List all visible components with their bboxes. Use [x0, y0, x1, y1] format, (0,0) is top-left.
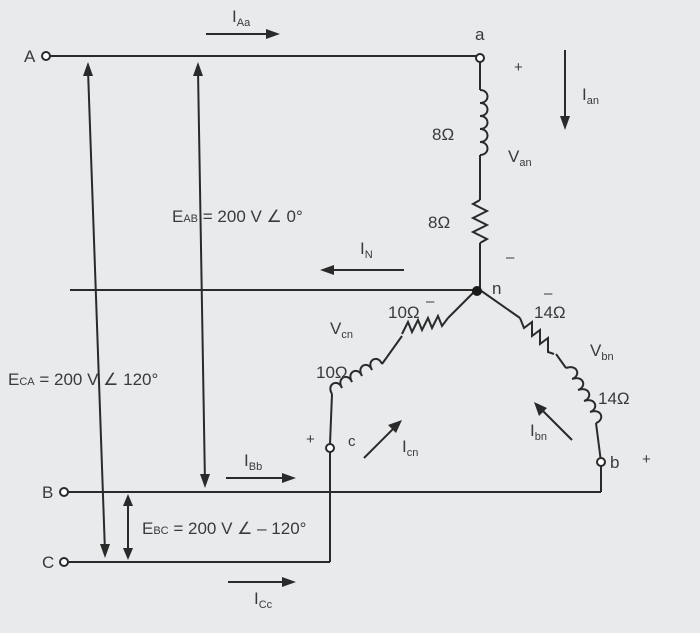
resistor-a	[470, 199, 490, 244]
label-EBC: EBC = 200 V ∠ – 120°	[142, 519, 306, 538]
eca-arrow-head-top	[83, 62, 93, 76]
polarity-c-minus: –	[426, 293, 435, 310]
terminal-B-node	[59, 487, 69, 497]
label-b-resistor: 14Ω	[534, 303, 566, 322]
icn-arrow-head	[388, 420, 402, 433]
label-IBb: IBb	[244, 451, 262, 473]
label-Ian: Ian	[582, 85, 599, 107]
inductor-b	[565, 366, 603, 424]
label-Vcn: Vcn	[330, 319, 353, 341]
ibb-arrow-head	[282, 473, 296, 483]
neutral-node	[472, 286, 482, 296]
resistor-c	[401, 313, 449, 335]
branch-b-1	[479, 289, 521, 319]
polarity-b-minus: –	[544, 285, 553, 302]
branch-b-3	[595, 422, 602, 463]
ibn-arrow-head	[534, 402, 547, 416]
icn-arrow	[363, 425, 397, 459]
label-b-inductor: 14Ω	[598, 389, 630, 408]
ian-arrow-head	[560, 116, 570, 130]
inductor-a	[479, 89, 489, 156]
polarity-a-plus: +	[514, 59, 523, 76]
ibn-arrow	[539, 407, 573, 441]
label-a: a	[475, 25, 485, 44]
eab-arrow	[197, 69, 206, 485]
branch-c-2	[381, 335, 403, 365]
branch-b-2	[555, 353, 567, 369]
label-IN: IN	[360, 239, 373, 261]
label-ICc: ICc	[254, 589, 273, 611]
eca-arrow	[87, 69, 106, 553]
label-n: n	[492, 279, 501, 298]
terminal-c-node	[325, 443, 335, 453]
terminal-b-node	[596, 457, 606, 467]
branch-c-3	[329, 393, 333, 445]
eab-arrow-head-top	[193, 62, 203, 76]
polarity-c-plus: +	[306, 431, 315, 448]
label-Ibn: Ibn	[530, 421, 547, 443]
eab-arrow-head-bottom	[200, 474, 210, 488]
label-Van: Van	[508, 147, 532, 169]
branch-c-1	[447, 289, 477, 319]
label-c: c	[348, 433, 356, 450]
label-Icn: Icn	[402, 437, 418, 459]
label-a-inductor: 8Ω	[432, 125, 454, 144]
terminal-A-node	[41, 51, 51, 61]
label-ECA: ECA = 200 V ∠ 120°	[8, 370, 158, 389]
ebc-arrow-head-bottom	[123, 548, 133, 560]
label-c-resistor: 10Ω	[388, 303, 420, 322]
eca-arrow-head-bottom	[100, 544, 110, 558]
label-IAa: IAa	[232, 7, 251, 29]
label-b: b	[610, 453, 619, 472]
in-arrow-head	[320, 265, 334, 275]
terminal-a-node	[475, 53, 485, 63]
label-EAB: EAB = 200 V ∠ 0°	[172, 207, 303, 226]
label-A: A	[24, 47, 36, 66]
iaa-arrow-head	[266, 29, 280, 39]
polarity-a-minus: –	[506, 249, 515, 266]
label-a-resistor: 8Ω	[428, 213, 450, 232]
label-C: C	[42, 553, 54, 572]
icc-arrow-head	[282, 577, 296, 587]
label-B: B	[42, 483, 53, 502]
inductor-c	[329, 357, 383, 395]
polarity-b-plus: +	[642, 451, 651, 468]
terminal-C-node	[59, 557, 69, 567]
label-c-inductor: 10Ω	[316, 363, 348, 382]
label-Vbn: Vbn	[590, 341, 614, 363]
ebc-arrow-head-top	[123, 494, 133, 506]
resistor-b	[519, 317, 555, 355]
